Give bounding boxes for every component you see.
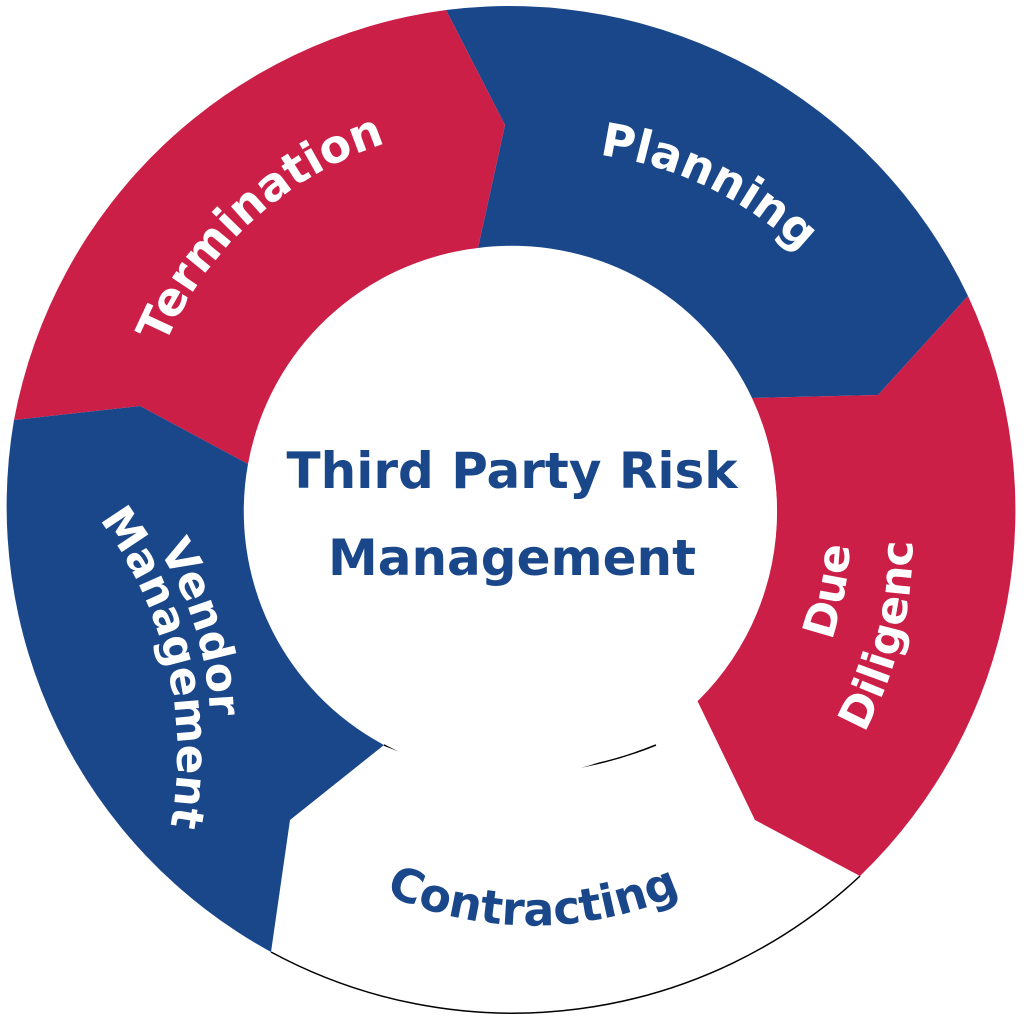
segment-contracting — [271, 745, 860, 1014]
center-title-line2: Management — [328, 529, 696, 587]
segment-vendor-management — [6, 406, 385, 952]
center-title-line1: Third Party Risk — [287, 442, 740, 500]
segment-termination — [14, 10, 505, 464]
center-hub — [247, 247, 777, 777]
segment-due-diligence — [697, 296, 1016, 876]
segment-planning — [446, 6, 968, 399]
contracting-outer-outline — [270, 875, 861, 1014]
